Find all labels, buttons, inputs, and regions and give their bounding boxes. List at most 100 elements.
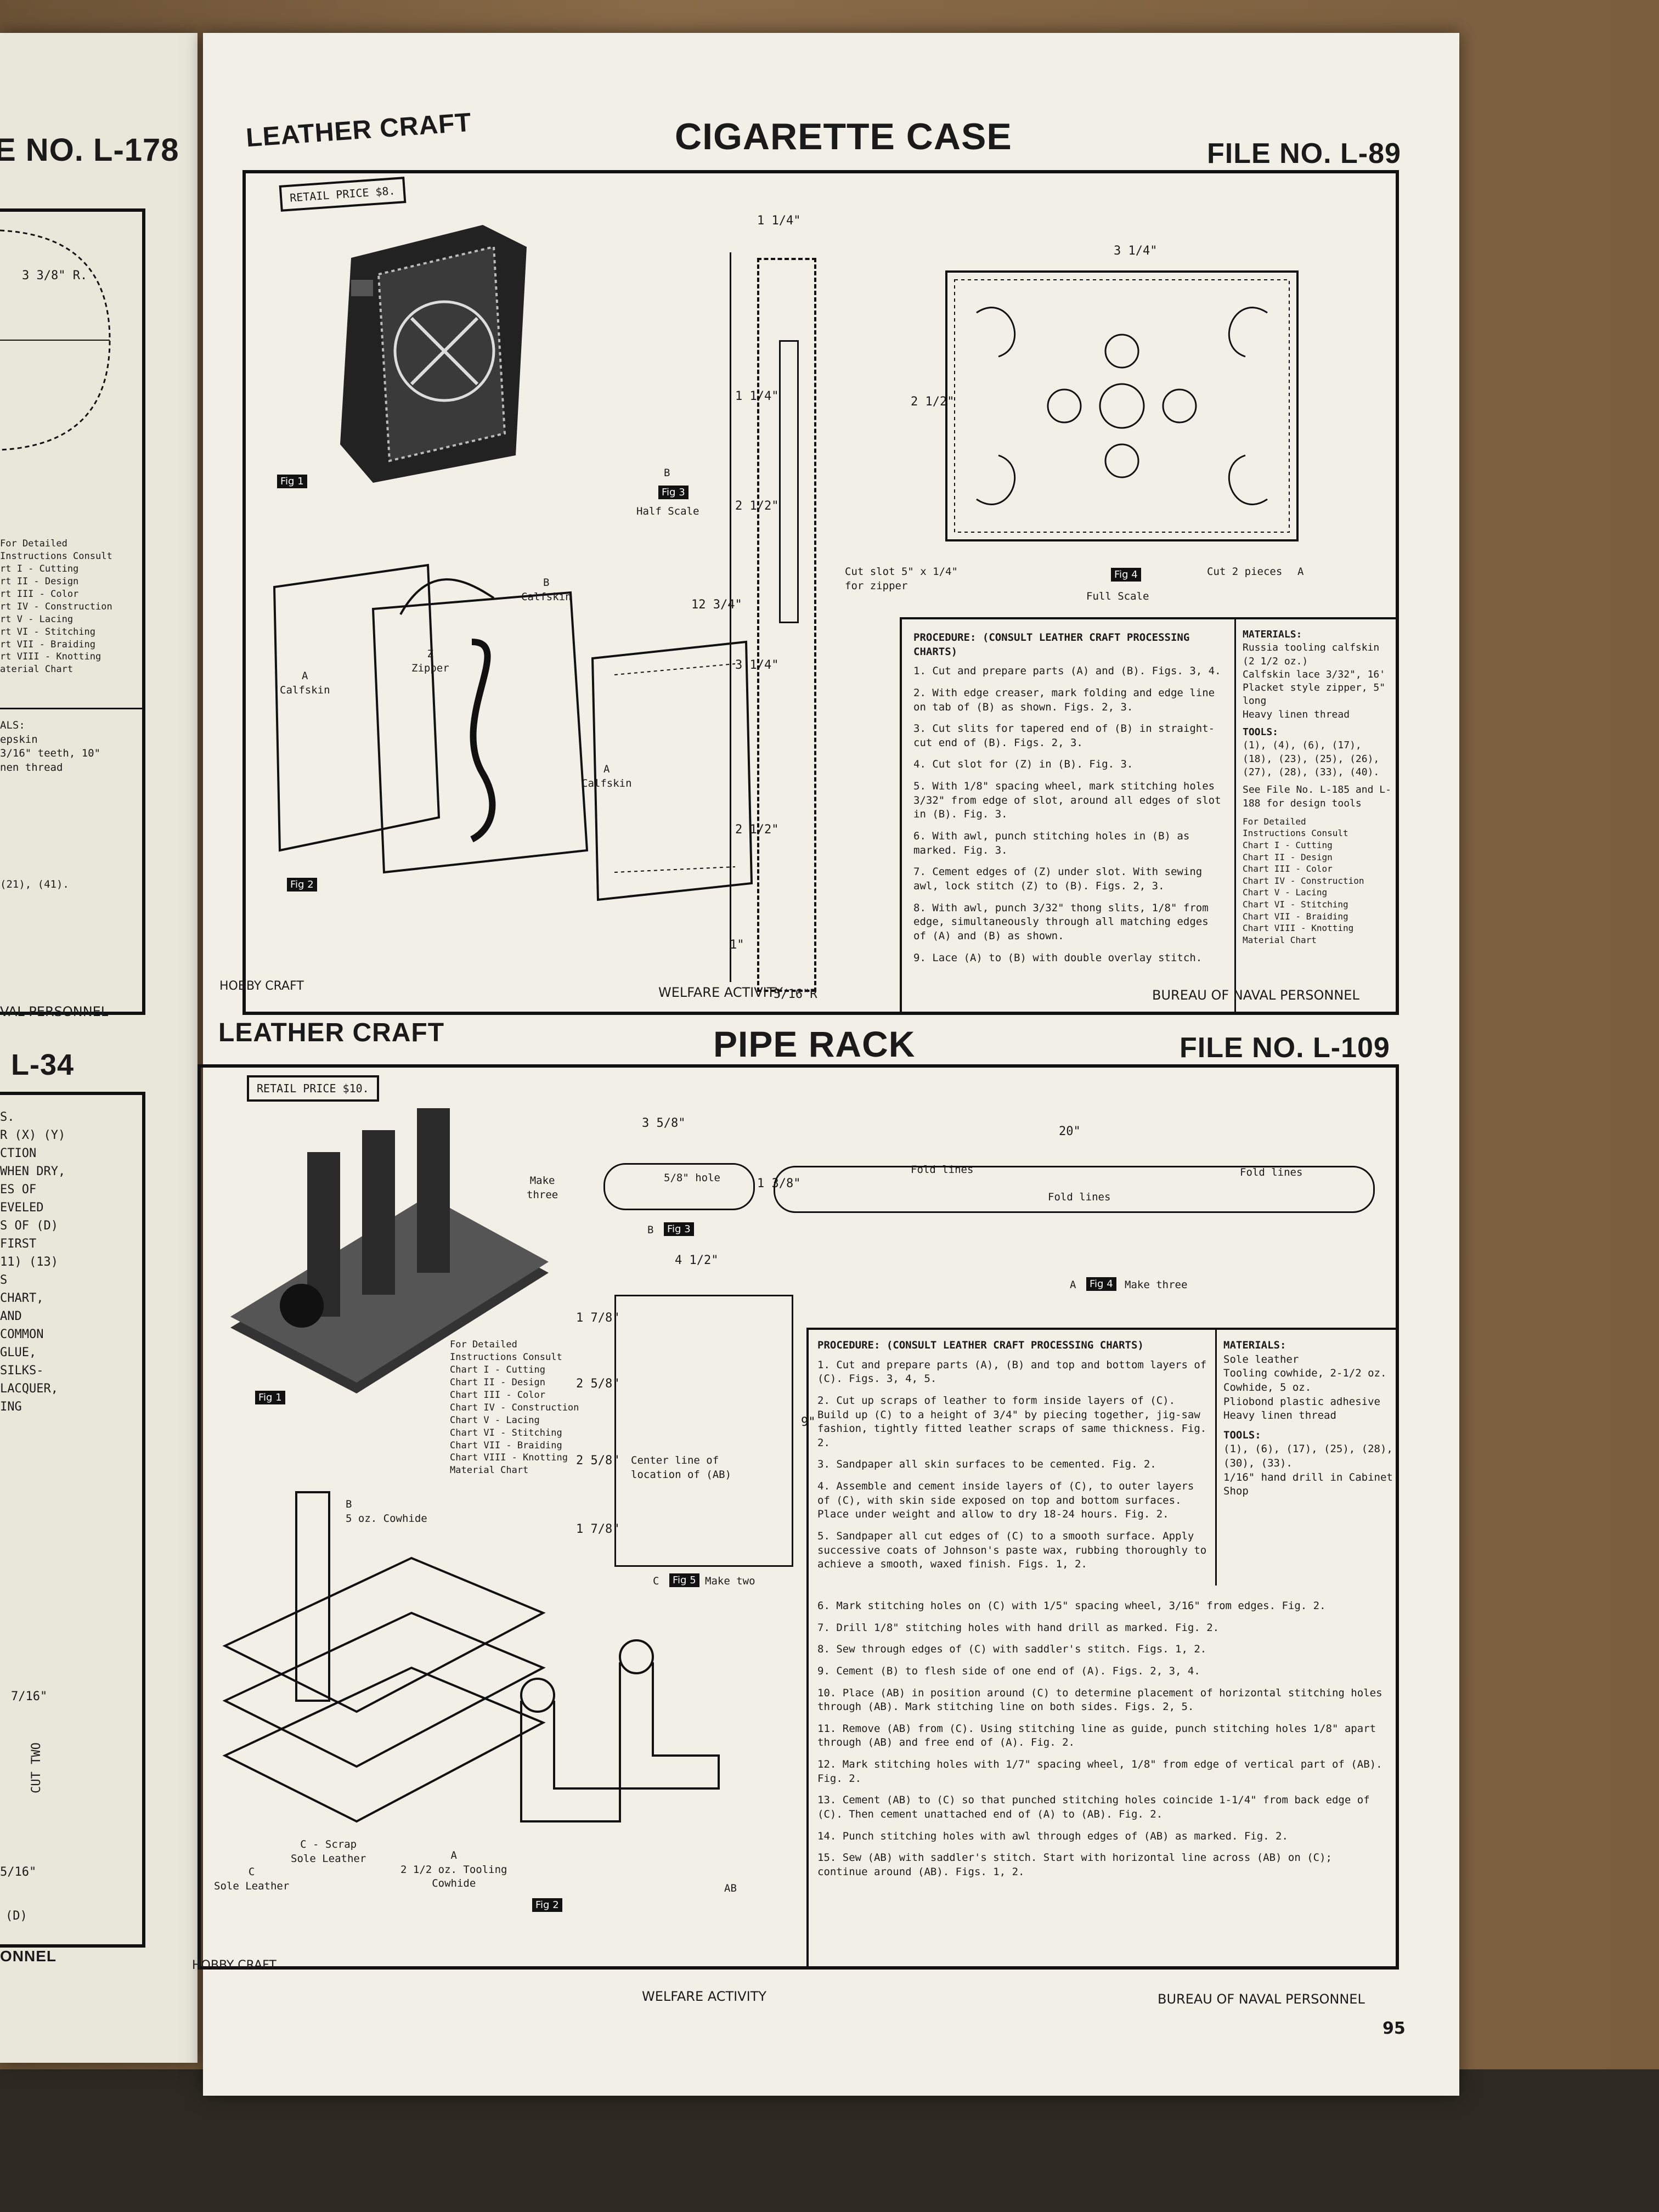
cig-title: CIGARETTE CASE xyxy=(675,116,1012,157)
cig-fig2-tag: Fig 2 xyxy=(287,878,317,891)
pipe-part-c-sole: C Sole Leather xyxy=(214,1866,290,1892)
pipe-make-three: Make three xyxy=(527,1175,558,1201)
left-dim-2: CUT TWO xyxy=(29,1742,43,1793)
pipe-fold-lines-2: Fold lines xyxy=(1048,1191,1111,1203)
cig-a-calfskin-right-label: A Calfskin xyxy=(582,763,632,789)
cig-file-number: FILE NO. L-89 xyxy=(1207,138,1401,170)
cig-cut-slot-label: Cut slot 5" x 1/4" for zipper xyxy=(845,566,958,592)
pipe-title: PIPE RACK xyxy=(713,1024,916,1064)
pipe-fig5-rect xyxy=(614,1295,793,1567)
cig-fig1-tag: Fig 1 xyxy=(277,475,307,488)
pipe-fig1-tag: Fig 1 xyxy=(255,1391,285,1404)
cig-fig4-width: 3 1/4" xyxy=(1114,244,1158,258)
pipe-step: 9. Cement (B) to flesh side of one end o… xyxy=(817,1664,1200,1677)
pipe-hole-label: 5/8" hole xyxy=(664,1172,720,1184)
cig-fig2-drawing xyxy=(273,563,753,901)
cig-footer-left: HOBBY CRAFT xyxy=(219,979,304,993)
cig-frame xyxy=(242,170,1399,1015)
pipe-materials-title: MATERIALS: xyxy=(1223,1339,1286,1351)
pipe-part-b: B 5 oz. Cowhide xyxy=(346,1498,427,1525)
cig-step: 2. With edge creaser, mark folding and e… xyxy=(913,686,1215,713)
cig-dim-s4: 2 1/2" xyxy=(735,823,779,837)
cig-fig3-caption: Half Scale xyxy=(636,505,699,517)
pipe-fig4-strip xyxy=(774,1166,1375,1213)
pipe-category: LEATHER CRAFT xyxy=(218,1018,445,1047)
cig-fig1-drawing xyxy=(340,225,527,483)
pipe-step: 8. Sew through edges of (C) with saddler… xyxy=(817,1643,1207,1656)
pipe-step: 10. Place (AB) in position around (C) to… xyxy=(817,1686,1383,1713)
pipe-step: 7. Drill 1/8" stitching holes with hand … xyxy=(817,1621,1220,1634)
pipe-procedure-cont: 6. Mark stitching holes on (C) with 1/5"… xyxy=(817,1599,1388,1887)
cig-fig3-tag: Fig 3 xyxy=(658,486,689,499)
pipe-dim-c4: 1 7/8" xyxy=(576,1522,620,1536)
cig-dim-top: 1 1/4" xyxy=(757,214,801,228)
cig-fig4-tag: Fig 4 xyxy=(1111,568,1141,582)
left-dim-1: 7/16" xyxy=(11,1690,48,1703)
pipe-step: 1. Cut and prepare parts (A), (B) and to… xyxy=(817,1358,1207,1385)
cig-fig4-pattern xyxy=(945,270,1299,541)
cig-category: LEATHER CRAFT xyxy=(245,108,473,153)
pipe-fig5-c-label: C xyxy=(653,1575,659,1587)
cig-cut-pieces: Cut 2 pieces xyxy=(1207,566,1283,578)
cig-materials: MATERIALS: Russia tooling calfskin (2 1/… xyxy=(1243,628,1393,946)
cig-dim-radius: 5/16"R xyxy=(774,988,817,1001)
pipe-part-c-scrap: C - Scrap Sole Leather xyxy=(291,1838,366,1865)
pipe-part-ab: AB xyxy=(724,1882,737,1894)
cig-procedure-title: PROCEDURE: (CONSULT LEATHER CRAFT PROCES… xyxy=(913,631,1190,658)
pipe-fig2-tag: Fig 2 xyxy=(532,1898,562,1912)
pipe-procedure-title: PROCEDURE: (CONSULT LEATHER CRAFT PROCES… xyxy=(817,1339,1144,1351)
pipe-fig4-caption: Make three xyxy=(1125,1279,1188,1291)
left-dim-4: (D) xyxy=(5,1909,27,1923)
pipe-fig4-tag: Fig 4 xyxy=(1086,1277,1116,1291)
right-page: LEATHER CRAFT CIGARETTE CASE FILE NO. L-… xyxy=(192,33,1459,2096)
cig-dim-s5: 1" xyxy=(730,938,744,952)
cig-dim-s3: 3 1/4" xyxy=(735,658,779,672)
cig-fig4-caption: Full Scale xyxy=(1086,590,1149,602)
cig-dim-s2: 2 1/2" xyxy=(735,499,779,513)
left-radius-label: 3 3/8" R. xyxy=(22,269,88,283)
cig-materials-title: MATERIALS: xyxy=(1243,629,1302,640)
pipe-tools-title: TOOLS: xyxy=(1223,1429,1261,1441)
cig-step: 7. Cement edges of (Z) under slot. With … xyxy=(913,866,1203,892)
pipe-step: 5. Sandpaper all cut edges of (C) to a s… xyxy=(817,1530,1207,1571)
pipe-dim-c3: 2 5/8" xyxy=(576,1454,620,1468)
cig-step: 4. Cut slot for (Z) in (B). Fig. 3. xyxy=(913,758,1133,771)
cig-zipper-slot xyxy=(779,340,799,623)
cig-step: 3. Cut slits for tapered end of (B) in s… xyxy=(913,723,1215,749)
cig-z-zipper-label: Z Zipper xyxy=(411,648,449,674)
pipe-step: 11. Remove (AB) from (C). Using stitchin… xyxy=(817,1722,1376,1749)
cig-b-calfskin-label: B Calfskin xyxy=(521,577,572,603)
cig-a-calfskin-left-label: A Calfskin xyxy=(280,670,330,696)
pipe-fig5-caption: Make two xyxy=(705,1575,755,1587)
pipe-procedure: PROCEDURE: (CONSULT LEATHER CRAFT PROCES… xyxy=(817,1339,1210,1579)
pipe-part-a: A 2 1/2 oz. Tooling Cowhide xyxy=(400,1849,507,1890)
cig-step: 5. With 1/8" spacing wheel, mark stitchi… xyxy=(913,780,1221,821)
pipe-footer-right: BUREAU OF NAVAL PERSONNEL xyxy=(1158,1991,1365,2007)
left-file-number-2: L-34 xyxy=(11,1048,75,1081)
left-tools: (21), (41). xyxy=(0,878,69,890)
pipe-fig3-b-label: B xyxy=(647,1224,654,1236)
pipe-fig2-drawing xyxy=(222,1491,720,1823)
left-footer-2: ONNEL xyxy=(0,1948,57,1965)
cig-footer-right: BUREAU OF NAVAL PERSONNEL xyxy=(1152,988,1359,1003)
cig-step: 8. With awl, punch 3/32" thong slits, 1/… xyxy=(913,901,1209,942)
cig-step: 9. Lace (A) to (B) with double overlay s… xyxy=(913,951,1203,964)
pipe-dim-a-len: 20" xyxy=(1059,1125,1081,1138)
pipe-step: 4. Assemble and cement inside layers of … xyxy=(817,1480,1194,1521)
cig-dim-line-main xyxy=(730,252,731,982)
pipe-dim-c-w: 4 1/2" xyxy=(675,1254,719,1267)
cig-dim-s1: 1 1/4" xyxy=(735,390,779,403)
pipe-dim-c1: 1 7/8" xyxy=(576,1311,620,1325)
left-divider xyxy=(0,708,143,709)
cig-tools-title: TOOLS: xyxy=(1243,726,1279,738)
left-frame-top xyxy=(0,208,145,1015)
pipe-step: 3. Sandpaper all skin surfaces to be cem… xyxy=(817,1458,1156,1471)
cig-footer-mid: WELFARE ACTIVITY xyxy=(658,985,783,1000)
pipe-step: 15. Sew (AB) with saddler's stitch. Star… xyxy=(817,1852,1332,1878)
pipe-fold-lines-3: Fold lines xyxy=(1240,1166,1303,1178)
pipe-footer-left: HOBBY CRAFT xyxy=(192,1959,276,1972)
